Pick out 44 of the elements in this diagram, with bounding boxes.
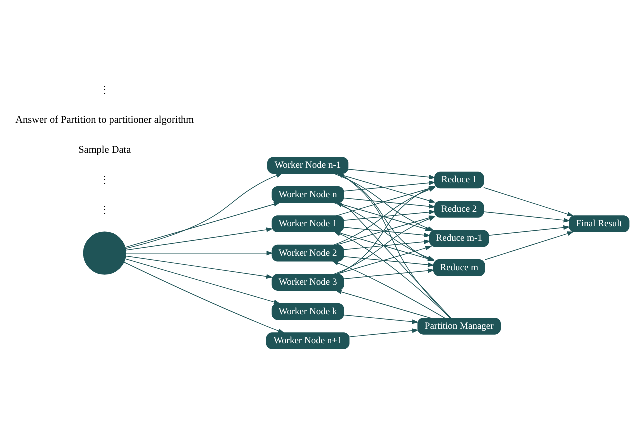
arrow <box>126 250 274 256</box>
arrow <box>344 226 431 238</box>
node-box: Worker Node 3 <box>272 274 344 290</box>
arrow <box>344 239 431 250</box>
arrow <box>124 258 281 304</box>
node-circle <box>83 231 126 274</box>
arrow <box>348 168 436 180</box>
arrow <box>484 186 574 216</box>
node-box: Worker Node 1 <box>272 215 344 232</box>
arrow <box>336 202 432 231</box>
arrow <box>344 314 419 324</box>
arrow <box>125 172 284 249</box>
arrow <box>336 202 452 318</box>
node-box: Worker Node n+1 <box>266 332 350 349</box>
label: ⋮ <box>100 84 110 96</box>
node-box: Reduce 1 <box>434 171 484 188</box>
node-box: Worker Node n-1 <box>268 156 349 174</box>
label: Answer of Partition to partitioner algorithm <box>16 114 194 126</box>
node-box: Final Result <box>569 215 630 232</box>
node-box: Worker Node n <box>272 186 344 203</box>
label: ⋮ <box>100 174 110 186</box>
node-box: Reduce m-1 <box>429 230 490 247</box>
node-box: Worker Node 2 <box>272 244 344 262</box>
arrow <box>336 246 432 274</box>
node-box: Partition Manager <box>418 318 502 334</box>
arrow <box>484 231 574 260</box>
label: Sample Data <box>78 144 132 156</box>
label: ⋮ <box>100 204 110 216</box>
arrow <box>344 268 435 279</box>
arrow <box>332 260 446 318</box>
arrow <box>126 227 274 250</box>
arrow <box>349 328 419 337</box>
arrow <box>344 197 436 208</box>
arrow <box>337 172 451 318</box>
arrow <box>335 289 432 318</box>
arrow <box>484 211 570 222</box>
arrow <box>126 255 274 278</box>
node-box: Worker Node k <box>272 302 344 320</box>
arrow <box>124 202 281 248</box>
node-box: Reduce 2 <box>434 200 484 218</box>
arrow <box>124 262 285 333</box>
arrow <box>488 224 570 236</box>
arrow <box>344 256 435 267</box>
node-box: Reduce m <box>433 259 486 276</box>
